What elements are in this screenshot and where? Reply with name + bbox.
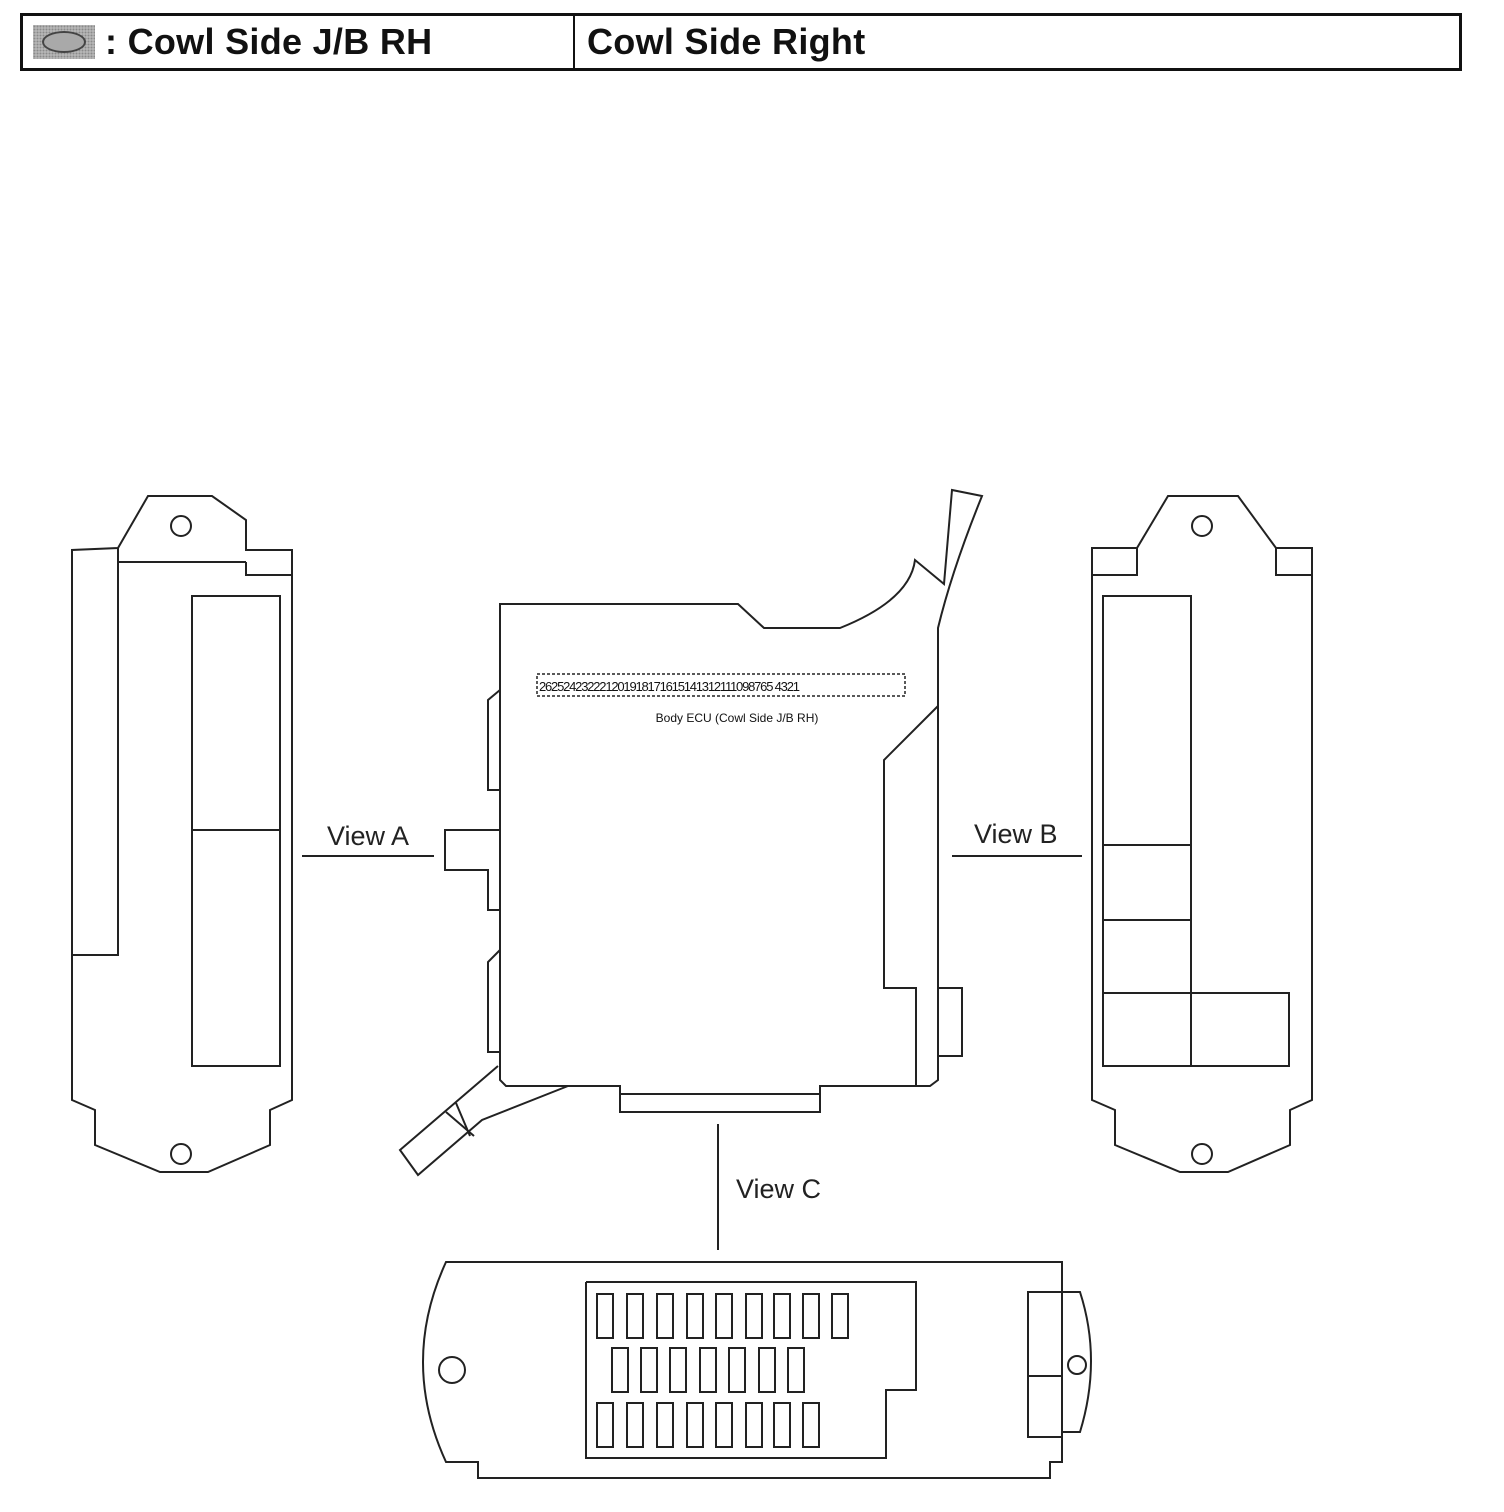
connector-location-cell: Cowl Side Right <box>575 16 1459 68</box>
terminal-row-middle <box>611 1347 805 1393</box>
view-b-panel <box>1091 495 1313 1173</box>
terminal-row-top <box>596 1293 849 1339</box>
connector-location: Cowl Side Right <box>587 21 866 62</box>
terminal-row-bottom <box>596 1402 820 1448</box>
view-a-label: View A <box>327 821 409 851</box>
connector-pin-numbers: 262524232221201918171615141312111098765 … <box>539 679 800 694</box>
mounting-hole-icon <box>438 1356 466 1384</box>
mounting-hole-icon <box>1191 515 1213 537</box>
body-ecu-unit: 262524232221201918171615141312111098765 … <box>398 488 984 1177</box>
view-c-label: View C <box>736 1174 821 1204</box>
connector-name-cell: : Cowl Side J/B RH <box>23 16 575 68</box>
connector-name: : Cowl Side J/B RH <box>105 21 433 62</box>
mounting-hole-icon <box>170 515 192 537</box>
mounting-hole-icon <box>1191 1143 1213 1165</box>
connector-location-icon <box>33 25 95 59</box>
connector-header: : Cowl Side J/B RH Cowl Side Right <box>20 13 1462 71</box>
component-label: Body ECU (Cowl Side J/B RH) <box>656 711 819 725</box>
mounting-hole-icon <box>170 1143 192 1165</box>
mounting-hole-icon <box>1067 1355 1087 1375</box>
view-a-panel <box>71 495 293 1173</box>
view-c-panel <box>422 1261 1092 1479</box>
view-b-label: View B <box>974 819 1058 849</box>
